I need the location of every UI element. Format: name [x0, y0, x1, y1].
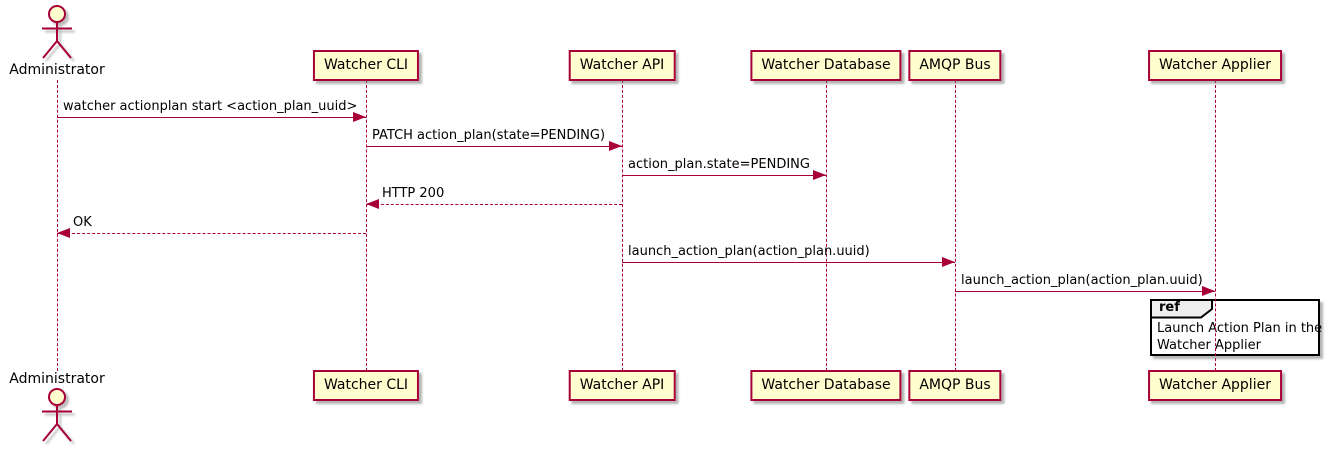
message-label-3: HTTP 200 — [382, 186, 445, 201]
participant-box-top-amqp-bus: AMQP Bus — [908, 50, 1002, 81]
ref-tab-shape — [1150, 299, 1213, 319]
lifeline-amqp-bus — [955, 80, 956, 371]
participant-box-bottom-watcher-database: Watcher Database — [750, 370, 902, 401]
message-line-1 — [366, 146, 622, 147]
participant-box-top-watcher-cli: Watcher CLI — [312, 50, 420, 81]
ref-text-line2: Watcher Applier — [1157, 338, 1261, 353]
actor-label-top-administrator: Administrator — [9, 62, 105, 78]
participant-box-bottom-amqp-bus: AMQP Bus — [908, 370, 1002, 401]
message-line-2 — [622, 175, 826, 176]
message-line-4 — [57, 233, 366, 234]
message-arrowhead-6 — [1202, 286, 1215, 296]
lifeline-watcher-applier — [1215, 80, 1216, 371]
message-line-5 — [622, 262, 955, 263]
message-arrowhead-5 — [942, 257, 955, 267]
participant-box-bottom-watcher-api: Watcher API — [568, 370, 676, 401]
message-line-6 — [955, 291, 1215, 292]
participant-box-top-watcher-database: Watcher Database — [750, 50, 902, 81]
ref-text-line1: Launch Action Plan in the — [1157, 321, 1323, 336]
ref-fragment: ref Launch Action Plan in the Watcher Ap… — [1150, 299, 1323, 356]
actor-figure-bottom-administrator — [39, 387, 75, 449]
message-arrowhead-3 — [366, 199, 379, 209]
message-arrowhead-2 — [813, 170, 826, 180]
lifeline-watcher-api — [622, 80, 623, 371]
message-label-6: launch_action_plan(action_plan.uuid) — [961, 273, 1203, 288]
message-label-4: OK — [73, 215, 92, 230]
message-line-3 — [366, 204, 622, 205]
message-label-1: PATCH action_plan(state=PENDING) — [372, 128, 606, 143]
participant-box-bottom-watcher-applier: Watcher Applier — [1148, 370, 1282, 401]
participant-box-top-watcher-api: Watcher API — [568, 50, 676, 81]
message-label-0: watcher actionplan start <action_plan_uu… — [63, 99, 358, 114]
message-arrowhead-0 — [353, 112, 366, 122]
message-arrowhead-4 — [57, 228, 70, 238]
lifeline-watcher-cli — [366, 80, 367, 371]
message-line-0 — [57, 117, 366, 118]
message-label-2: action_plan.state=PENDING — [628, 157, 810, 172]
message-label-5: launch_action_plan(action_plan.uuid) — [628, 244, 870, 259]
lifeline-administrator — [57, 80, 58, 371]
participant-box-bottom-watcher-cli: Watcher CLI — [312, 370, 420, 401]
participant-box-top-watcher-applier: Watcher Applier — [1148, 50, 1282, 81]
ref-text: Launch Action Plan in the Watcher Applie… — [1157, 320, 1323, 354]
actor-figure-top-administrator — [39, 4, 75, 66]
lifeline-watcher-database — [826, 80, 827, 371]
ref-tab: ref — [1150, 299, 1214, 319]
actor-label-bottom-administrator: Administrator — [9, 371, 105, 387]
message-arrowhead-1 — [609, 141, 622, 151]
ref-keyword-label: ref — [1159, 300, 1180, 315]
